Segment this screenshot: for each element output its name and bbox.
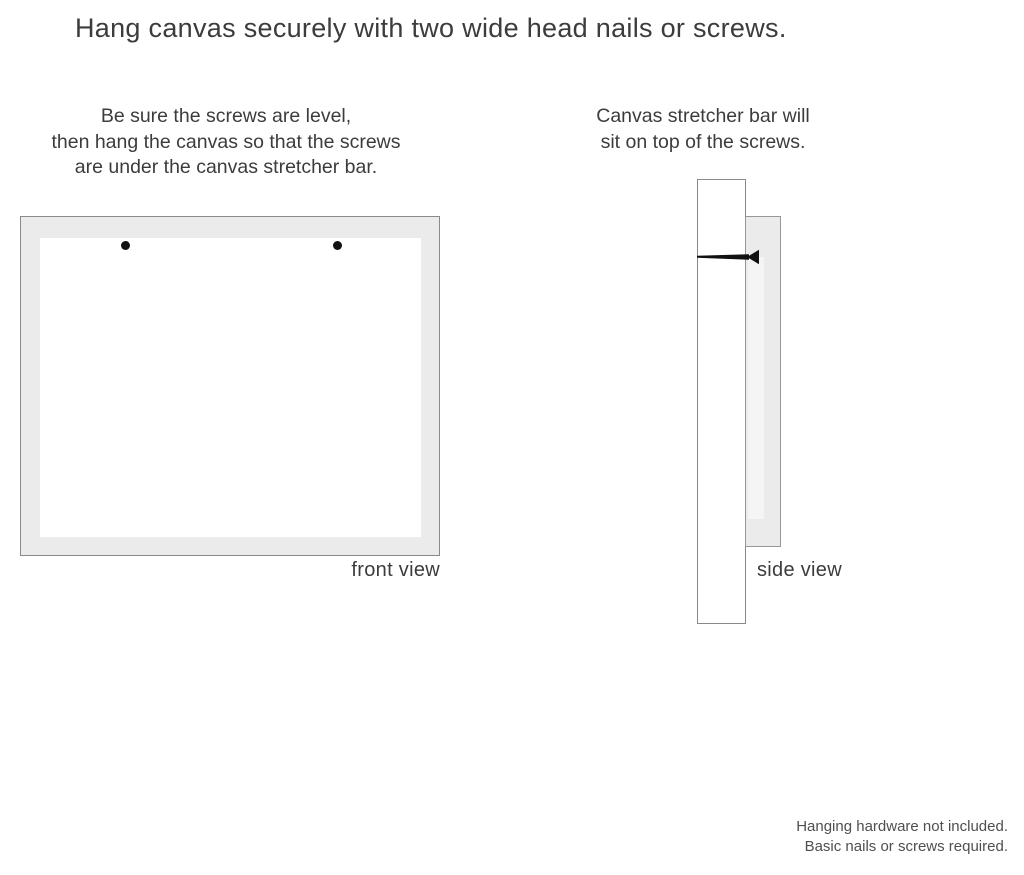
stretcher-bar-side (697, 179, 746, 624)
hardware-note: Hanging hardware not included. Basic nai… (796, 817, 1008, 856)
side-view-instruction: Canvas stretcher bar will sit on top of … (596, 105, 810, 153)
front-view-instruction: Be sure the screws are level, then hang … (51, 105, 401, 178)
canvas-side-inner-edge (748, 257, 764, 519)
canvas-front-face (40, 238, 421, 537)
hardware-note-line2: Basic nails or screws required. (804, 837, 1008, 855)
nail-icon (697, 249, 759, 265)
side-view-label: side view (757, 559, 842, 581)
left-nail-dot-icon (121, 241, 130, 250)
page-title: Hang canvas securely with two wide head … (75, 13, 787, 43)
front-view-diagram (20, 216, 440, 556)
right-nail-dot-icon (333, 241, 342, 250)
canvas-side-profile (745, 216, 781, 547)
front-view-label: front view (351, 559, 440, 581)
hardware-note-line1: Hanging hardware not included. (796, 818, 1008, 835)
